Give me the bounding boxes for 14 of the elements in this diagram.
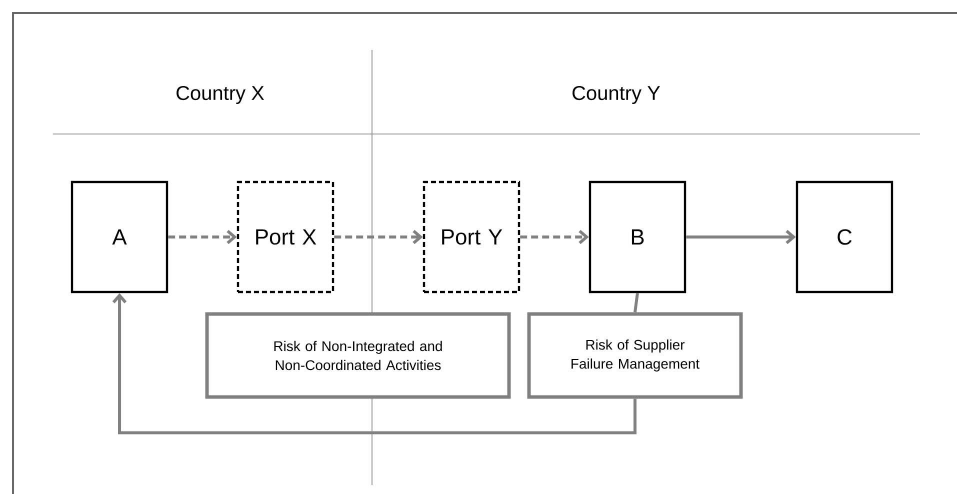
arrow <box>334 230 423 244</box>
process-box: C <box>796 180 894 294</box>
process-box: A <box>70 180 168 294</box>
risk-box: Risk of Non-Integrated and Non-Coordinated Activities <box>205 312 511 399</box>
port-box: Port Y <box>422 180 520 294</box>
process-box: B <box>588 180 686 294</box>
port-box: Port X <box>236 180 334 294</box>
arrow <box>112 293 636 434</box>
arrow <box>168 230 237 244</box>
column-heading: Country Y <box>572 86 660 104</box>
arrow <box>520 230 589 244</box>
arrow <box>686 230 796 244</box>
risk-box: Risk of Supplier Failure Management <box>527 312 743 399</box>
column-heading: Country X <box>176 86 264 104</box>
